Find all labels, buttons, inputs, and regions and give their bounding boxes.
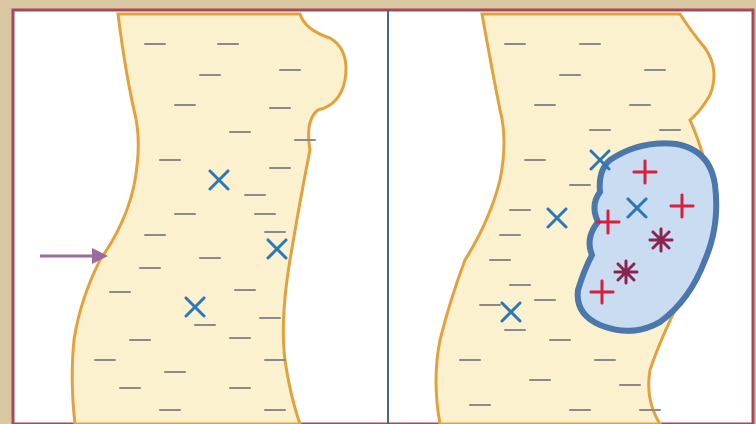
star-mark: [650, 229, 672, 251]
star-mark: [615, 261, 637, 283]
